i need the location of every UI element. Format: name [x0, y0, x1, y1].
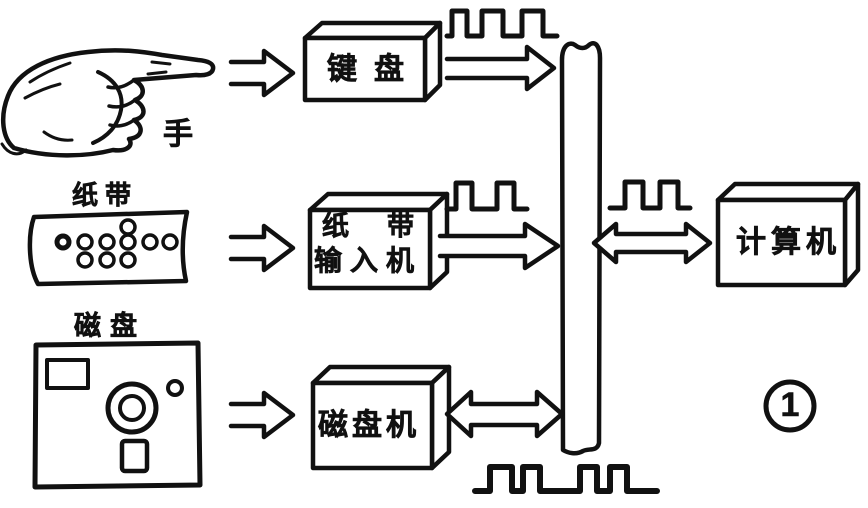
tape-hole [76, 251, 94, 269]
tape-reader-box [307, 191, 450, 291]
arrow-hand-to-keyboard [228, 48, 296, 98]
tape-reader-box-label-line2: 输入机 [314, 245, 423, 276]
paper-tape-icon [27, 209, 190, 287]
computer-box [715, 181, 861, 288]
arrow-drive-bus-two-way [444, 389, 565, 439]
tape-hole [54, 233, 72, 251]
disk-drive-box-top [310, 364, 452, 386]
tape-hole [141, 233, 159, 251]
hand-thumb-line [91, 70, 124, 145]
pulse-signal-computer-icon [607, 179, 693, 211]
pulse-signal-keyboard-icon [444, 8, 560, 39]
disk-hub-inner [118, 394, 146, 422]
disk-write-protect-hole [166, 379, 184, 397]
disk-drive-box-front [310, 380, 435, 471]
disk-label: 磁盘 [74, 311, 146, 341]
hand-label: 手 [163, 118, 194, 152]
paper-tape-label: 纸带 [72, 180, 139, 210]
hand-shading-strokes [0, 60, 172, 156]
floppy-disk-icon [32, 340, 203, 490]
computer-box-top [715, 181, 861, 203]
disk-drive-box [310, 364, 452, 471]
keyboard-box [302, 20, 443, 103]
bus-bar [559, 41, 603, 456]
disk-outline [32, 340, 203, 490]
figure-number: 1 [780, 386, 800, 425]
arrow-bus-computer-two-way [591, 221, 713, 265]
tape-hole [119, 218, 137, 236]
tape-hole [119, 251, 137, 269]
disk-label-window [45, 358, 90, 390]
pulse-signal-bottom-icon [472, 464, 660, 494]
arrow-tape-to-reader [228, 223, 296, 273]
tape-hole [161, 233, 179, 251]
computer-box-front [715, 197, 848, 288]
arrow-disk-to-drive [228, 390, 296, 440]
tape-hole [76, 233, 94, 251]
hand-finger-curls [106, 78, 137, 128]
keyboard-box-front [302, 35, 428, 103]
keyboard-box-label: 键盘 [327, 53, 421, 87]
disk-hub-outer [105, 381, 159, 435]
tape-hole [98, 251, 116, 269]
disk-read-window [119, 438, 150, 474]
figure-number-circle [763, 379, 817, 433]
tape-reader-box-label-line1: 纸带 [322, 211, 452, 241]
arrow-keyboard-to-bus [444, 44, 557, 92]
pointing-hand-icon [0, 48, 216, 158]
disk-drive-box-side [429, 364, 452, 471]
tape-reader-box-front [307, 207, 433, 291]
disk-drive-box-label: 磁盘机 [318, 409, 420, 443]
arrow-reader-to-bus [437, 221, 561, 271]
pulse-signal-tape-icon [444, 180, 530, 212]
tape-hole [98, 233, 116, 251]
computer-box-label: 计算机 [736, 226, 841, 260]
hand-outline [0, 48, 216, 158]
tape-reader-box-top [307, 191, 450, 213]
